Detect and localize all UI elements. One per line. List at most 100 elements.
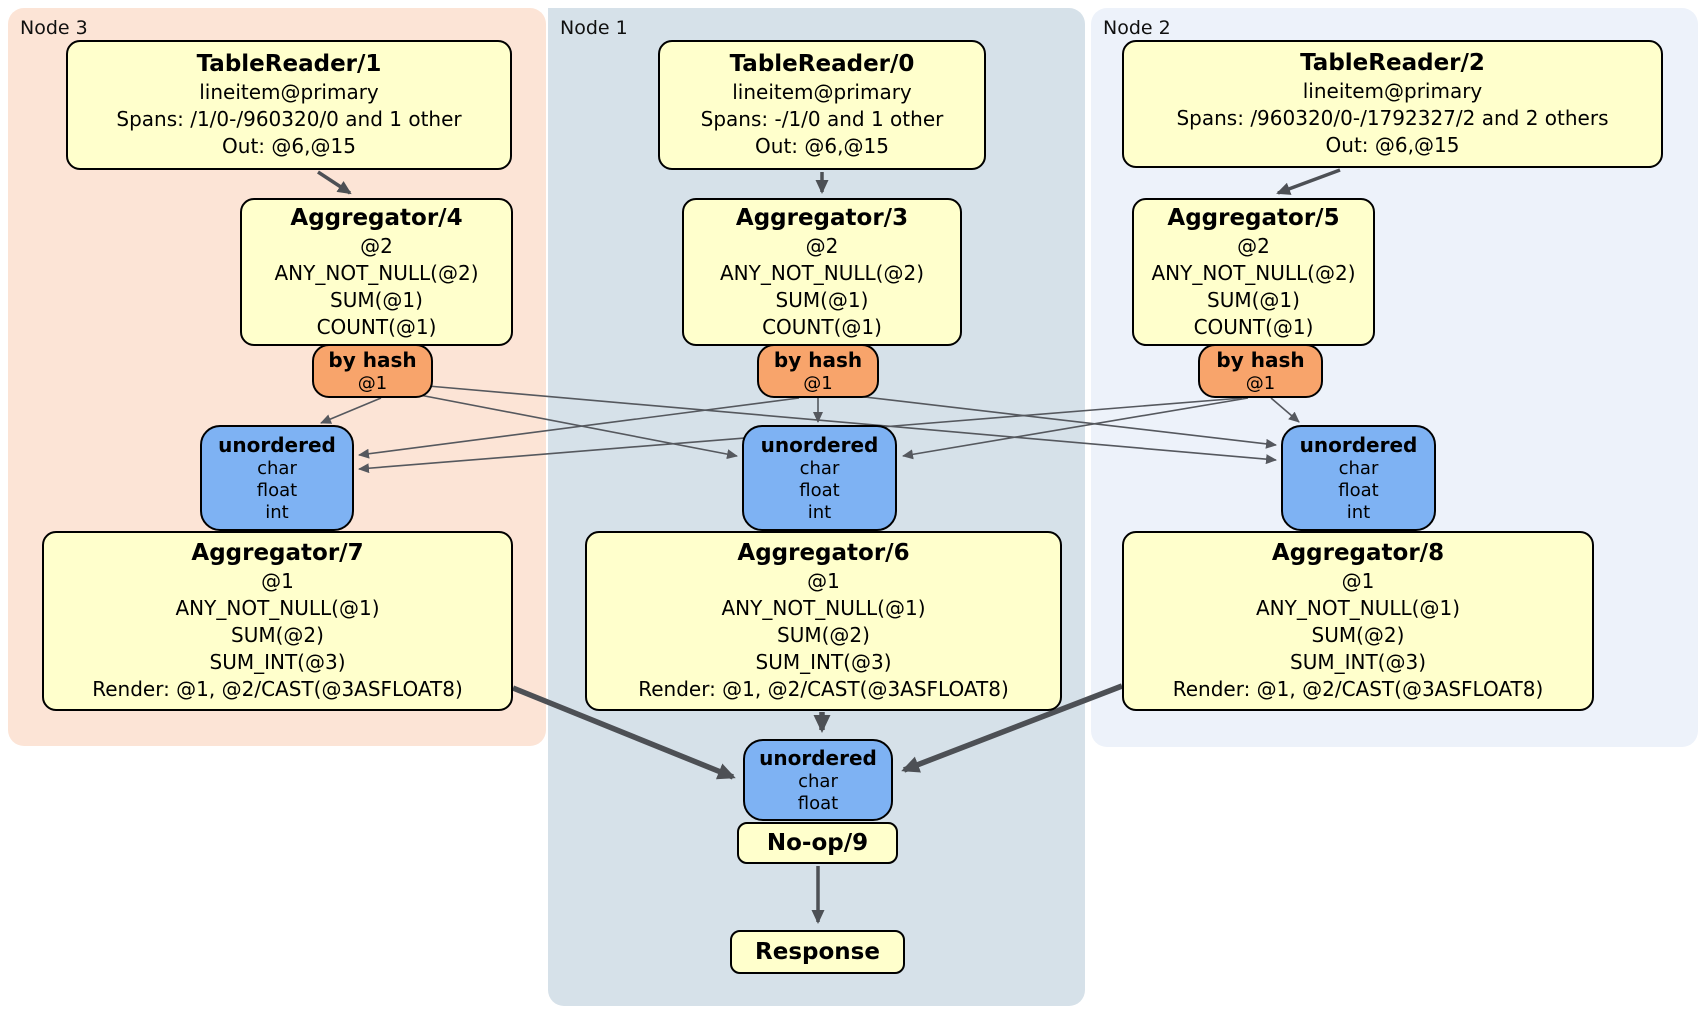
box-line: Out: @6,@15 [1325, 133, 1460, 157]
sync-line: int [1346, 501, 1371, 523]
router-line: @1 [357, 372, 388, 394]
byhash-router-node3: by hash @1 [312, 344, 433, 398]
box-title: Aggregator/5 [1167, 204, 1340, 231]
sync-line: char [1338, 457, 1379, 479]
box-line: Spans: /960320/0-/1792327/2 and 2 others [1176, 106, 1609, 130]
sync-line: int [265, 501, 289, 523]
box-line: COUNT(@1) [316, 314, 437, 339]
edge-byhash3-unordered2 [427, 385, 1277, 465]
router-title: by hash [773, 347, 863, 372]
box-title: TableReader/2 [1300, 50, 1485, 76]
aggregator-3-box: Aggregator/3 @2 ANY_NOT_NULL(@2) SUM(@1)… [682, 198, 962, 346]
sync-line: char [799, 457, 840, 479]
sync-title: unordered [1299, 432, 1418, 457]
node1-region-label: Node 1 [560, 17, 628, 39]
box-line: Spans: -/1/0 and 1 other [700, 107, 944, 131]
box-line: lineitem@primary [199, 80, 379, 104]
box-title: Response [755, 938, 880, 965]
response-box: Response [730, 930, 905, 974]
box-line: Out: @6,@15 [222, 134, 356, 158]
box-line: COUNT(@1) [1193, 314, 1314, 339]
box-title: TableReader/0 [729, 51, 915, 77]
tablereader-2-box: TableReader/2 lineitem@primary Spans: /9… [1122, 40, 1663, 168]
tablereader-1-box: TableReader/1 lineitem@primary Spans: /1… [66, 40, 512, 170]
box-line: Render: @1, @2/CAST(@3ASFLOAT8) [638, 677, 1009, 701]
router-line: @1 [1245, 372, 1276, 394]
box-line: SUM_INT(@3) [755, 650, 892, 674]
node2-region-label: Node 2 [1103, 17, 1171, 39]
unordered-sync-node2: unordered char float int [1281, 425, 1436, 531]
sync-line: int [807, 501, 832, 523]
box-title: No-op/9 [766, 829, 869, 856]
edge-byhash1-unordered3 [358, 397, 800, 459]
sync-line: char [798, 770, 838, 792]
box-line: SUM(@1) [330, 287, 423, 312]
unordered-sync-final: unordered char float [743, 739, 893, 821]
box-title: Aggregator/6 [737, 540, 910, 566]
node3-region-label: Node 3 [20, 17, 88, 39]
box-line: SUM(@1) [775, 287, 869, 312]
box-line: ANY_NOT_NULL(@2) [720, 260, 924, 285]
box-title: TableReader/1 [196, 51, 382, 77]
edge-byhash3-unordered3 [320, 397, 382, 424]
edge-byhash3-unordered1 [403, 391, 738, 460]
router-title: by hash [1216, 347, 1305, 372]
box-title: Aggregator/3 [735, 204, 909, 231]
box-line: @2 [1237, 233, 1270, 258]
aggregator-8-box: Aggregator/8 @1 ANY_NOT_NULL(@1) SUM(@2)… [1122, 531, 1594, 711]
aggregator-4-box: Aggregator/4 @2 ANY_NOT_NULL(@2) SUM(@1)… [240, 198, 513, 346]
sync-line: char [257, 457, 297, 479]
box-line: @2 [360, 233, 393, 258]
box-line: COUNT(@1) [762, 314, 882, 339]
box-line: ANY_NOT_NULL(@1) [1256, 596, 1460, 620]
box-line: SUM_INT(@3) [1290, 650, 1426, 674]
noop-box: No-op/9 [737, 822, 898, 864]
box-line: @1 [261, 569, 294, 593]
box-line: ANY_NOT_NULL(@2) [274, 260, 479, 285]
box-line: @1 [807, 569, 840, 593]
sync-title: unordered [760, 432, 879, 457]
box-line: SUM(@2) [1311, 623, 1405, 647]
box-line: lineitem@primary [1302, 79, 1483, 103]
box-line: Spans: /1/0-/960320/0 and 1 other [116, 107, 462, 131]
box-line: SUM(@2) [777, 623, 870, 647]
box-line: Render: @1, @2/CAST(@3ASFLOAT8) [1172, 677, 1544, 701]
edge-aggregator8-final-unordered [901, 683, 1123, 773]
router-line: @1 [803, 372, 833, 394]
unordered-sync-node1: unordered char float int [742, 425, 897, 531]
box-line: ANY_NOT_NULL(@1) [721, 596, 926, 620]
box-line: lineitem@primary [732, 80, 912, 104]
box-line: Render: @1, @2/CAST(@3ASFLOAT8) [92, 677, 463, 701]
aggregator-5-box: Aggregator/5 @2 ANY_NOT_NULL(@2) SUM(@1)… [1132, 198, 1375, 346]
box-title: Aggregator/7 [191, 540, 364, 566]
sync-line: float [256, 479, 298, 501]
aggregator-6-box: Aggregator/6 @1 ANY_NOT_NULL(@1) SUM(@2)… [585, 531, 1062, 711]
box-title: Aggregator/4 [290, 204, 463, 231]
sync-line: float [799, 479, 840, 501]
box-line: ANY_NOT_NULL(@1) [175, 596, 380, 620]
sync-line: float [1338, 479, 1379, 501]
box-title: Aggregator/8 [1271, 540, 1445, 566]
tablereader-0-box: TableReader/0 lineitem@primary Spans: -/… [658, 40, 986, 170]
box-line: SUM(@2) [231, 623, 324, 647]
box-line: @2 [805, 233, 839, 258]
edge-byhash1-unordered2 [838, 393, 1277, 449]
byhash-router-node2: by hash @1 [1198, 344, 1323, 398]
edge-tablereader1-aggregator4 [317, 170, 352, 195]
edge-tablereader2-aggregator5 [1276, 168, 1341, 195]
router-title: by hash [328, 347, 417, 372]
sync-title: unordered [218, 432, 336, 457]
edge-byhash2-unordered1 [902, 397, 1249, 460]
box-line: @1 [1341, 569, 1375, 593]
box-line: SUM(@1) [1207, 287, 1300, 312]
sync-title: unordered [759, 745, 877, 770]
box-line: Out: @6,@15 [755, 134, 889, 158]
box-line: ANY_NOT_NULL(@2) [1151, 260, 1356, 285]
unordered-sync-node3: unordered char float int [200, 425, 354, 531]
sync-line: float [797, 792, 839, 814]
aggregator-7-box: Aggregator/7 @1 ANY_NOT_NULL(@1) SUM(@2)… [42, 531, 513, 711]
byhash-router-node1: by hash @1 [757, 344, 879, 398]
edge-aggregator7-final-unordered [511, 685, 736, 780]
